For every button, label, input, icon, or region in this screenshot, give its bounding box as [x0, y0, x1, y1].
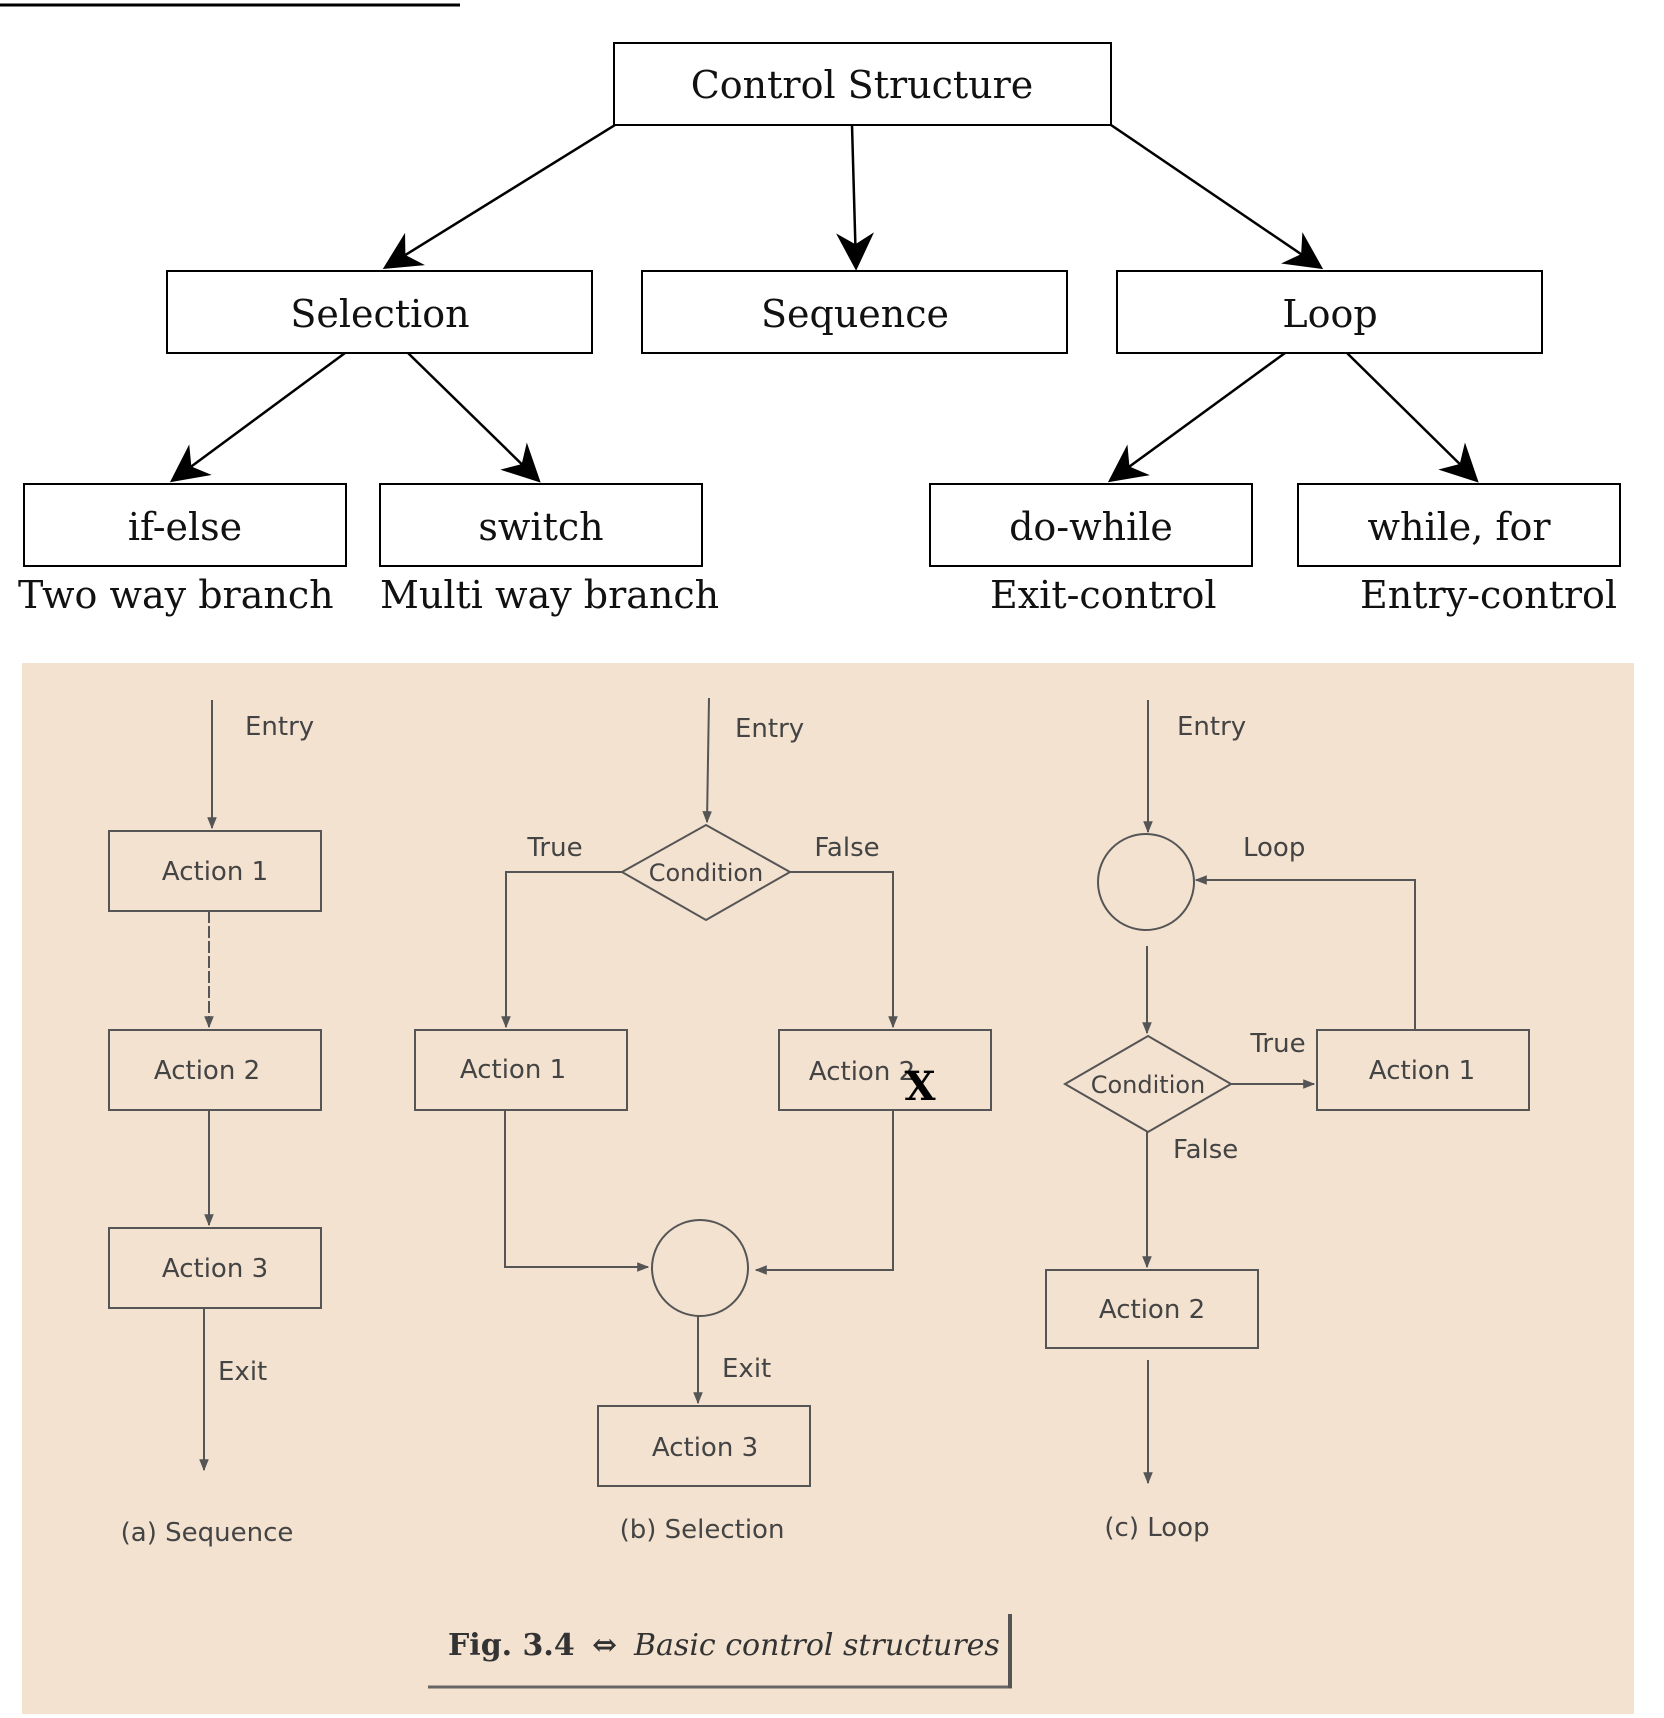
edge-loop-whilefor — [1346, 352, 1479, 483]
sequence-node-label: Sequence — [761, 292, 949, 336]
selection-action3-label: Action 3 — [652, 1433, 758, 1463]
selection-entry-label: Entry — [735, 714, 804, 744]
edge-selection-ifelse — [169, 351, 346, 483]
ifelse-description: Two way branch — [18, 573, 334, 617]
ifelse-node-label: if-else — [128, 505, 242, 549]
whilefor-node-box — [1297, 483, 1621, 567]
switch-node-box — [379, 483, 703, 567]
selection-node-label: Selection — [290, 292, 469, 336]
sequence-action3-label: Action 3 — [162, 1254, 268, 1284]
selection-flowchart — [414, 697, 992, 1487]
loop-false-label: False — [1173, 1135, 1238, 1165]
loop-flowchart — [1045, 700, 1530, 1485]
loop-loop-label: Loop — [1243, 833, 1305, 863]
root-node-box — [613, 42, 1112, 126]
dowhile-node-box — [929, 483, 1253, 567]
selection-action1-label: Action 1 — [460, 1055, 566, 1085]
sequence-exit-label: Exit — [218, 1357, 267, 1387]
selection-action2-label: Action 2 — [809, 1057, 915, 1087]
selection-exit-label: Exit — [722, 1354, 771, 1384]
loop-action2-label: Action 2 — [1099, 1295, 1205, 1325]
sequence-entry-label: Entry — [245, 712, 314, 742]
edge-root-selection — [382, 123, 616, 270]
figure-panel — [22, 663, 1634, 1714]
sequence-flowchart — [108, 700, 322, 1472]
sequence-action2-label: Action 2 — [154, 1056, 260, 1086]
edge-loop-dowhile — [1107, 351, 1286, 483]
selection-true-label: True — [526, 833, 582, 863]
dowhile-node-label: do-while — [1009, 505, 1173, 549]
loop-action1-label: Action 1 — [1369, 1056, 1475, 1086]
edge-root-loop — [1110, 123, 1324, 270]
root-node-label: Control Structure — [691, 63, 1034, 107]
edge-selection-switch — [407, 352, 541, 483]
selection-condition-label: Condition — [649, 859, 764, 887]
ifelse-node-box — [23, 483, 347, 567]
x-mark-overlay: X — [904, 1063, 935, 1110]
selection-caption: (b) Selection — [620, 1515, 785, 1545]
switch-description: Multi way branch — [380, 573, 719, 617]
whilefor-description: Entry-control — [1360, 573, 1617, 617]
whilefor-node-label: while, for — [1367, 505, 1551, 549]
figure-caption-title: Basic control structures — [633, 1628, 1000, 1663]
loop-entry-label: Entry — [1177, 712, 1246, 742]
sequence-caption: (a) Sequence — [121, 1518, 294, 1548]
selection-false-label: False — [814, 833, 879, 863]
switch-node-label: switch — [478, 505, 603, 549]
loop-caption: (c) Loop — [1104, 1513, 1209, 1543]
figure-caption: Fig. 3.4 ⇔ Basic control structures — [428, 1614, 1012, 1689]
loop-condition-label: Condition — [1091, 1071, 1206, 1099]
figure-caption-symbol: ⇔ — [592, 1628, 617, 1663]
figure-caption-number: Fig. 3.4 — [448, 1628, 575, 1663]
loop-node-label: Loop — [1282, 292, 1377, 336]
sequence-action1-label: Action 1 — [162, 857, 268, 887]
dowhile-description: Exit-control — [990, 573, 1217, 617]
selection-node-box — [166, 270, 593, 354]
sequence-node-box — [641, 270, 1068, 354]
edge-root-sequence — [836, 124, 875, 271]
loop-node-box — [1116, 270, 1543, 354]
control-structure-tree: Control Structure Selection Sequence Loo… — [18, 42, 1621, 617]
loop-true-label: True — [1249, 1029, 1305, 1059]
